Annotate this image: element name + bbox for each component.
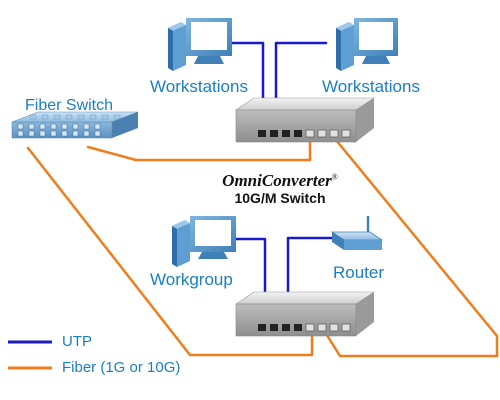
product-brand: OmniConverter: [222, 171, 332, 190]
computer-icon-workstation-right: [336, 18, 398, 71]
fiber-link-switch-to-top: [86, 138, 312, 162]
label-workstations-right: Workstations: [322, 77, 420, 96]
omniconverter-switch-top: [235, 97, 375, 143]
fiber-cables: [26, 138, 499, 358]
legend-label-utp: UTP: [62, 333, 92, 350]
fiber-link-top-to-bottom: [323, 138, 499, 358]
label-router: Router: [333, 263, 385, 282]
omniconverter-switch-bottom: [235, 291, 375, 337]
legend-label-fiber: Fiber (1G or 10G): [62, 359, 181, 376]
registered-mark: ®: [331, 172, 338, 182]
label-workstations-left: Workstations: [150, 77, 248, 96]
computer-icon-workstation-left: [168, 18, 232, 71]
label-workgroup: Workgroup: [150, 270, 233, 289]
diagram-title: OmniConverter® 10G/M Switch: [205, 171, 355, 206]
product-model: 10G/M Switch: [234, 189, 326, 206]
label-fiber-switch: Fiber Switch: [25, 97, 114, 114]
router-icon: [330, 216, 384, 250]
fiber-switch-device: [11, 111, 139, 139]
computer-icon-workgroup: [172, 216, 236, 267]
fiber-link-switch-to-bottom: [26, 146, 314, 357]
